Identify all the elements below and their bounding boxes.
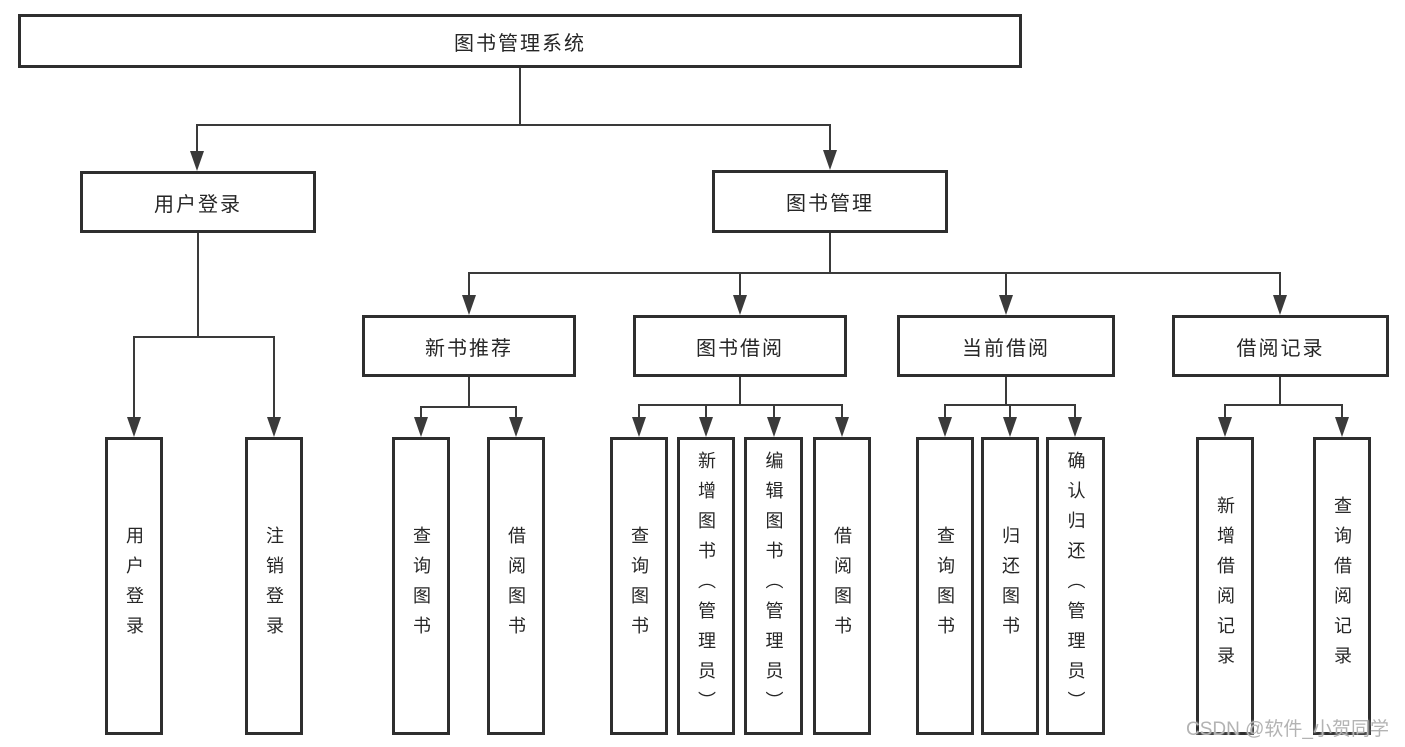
- connector-current-shaft-3: [1074, 405, 1076, 418]
- leaf-add-book-admin: 新增图书（管理员）: [677, 437, 735, 735]
- connector-borrowing-shaft-3: [773, 405, 775, 418]
- connector-root-shaft-left: [196, 125, 198, 152]
- connector-userlogin-shaft-1: [133, 337, 135, 418]
- connector-bookmgmt-hline: [468, 272, 1281, 274]
- arrow-down-icon: [267, 417, 281, 437]
- leaf-query-books-borrowing-label: 查询图书: [629, 526, 649, 646]
- node-library-system: 图书管理系统: [18, 14, 1022, 68]
- arrow-down-icon: [835, 417, 849, 437]
- leaf-borrow-books-borrowing-label: 借阅图书: [832, 526, 852, 646]
- connector-bookmgmt-shaft-1: [468, 273, 470, 296]
- leaf-query-books-recommend: 查询图书: [392, 437, 450, 735]
- leaf-return-book-label: 归还图书: [1000, 526, 1020, 646]
- node-book-borrowing: 图书借阅: [633, 315, 847, 377]
- arrow-down-icon: [699, 417, 713, 437]
- node-borrow-records-label: 借阅记录: [1236, 337, 1325, 360]
- arrow-down-icon: [509, 417, 523, 437]
- arrow-down-icon: [767, 417, 781, 437]
- node-book-management: 图书管理: [712, 170, 948, 233]
- connector-userlogin-shaft-2: [273, 337, 275, 418]
- node-book-management-label: 图书管理: [786, 193, 874, 215]
- connector-root-drop: [519, 68, 521, 125]
- leaf-logout: 注销登录: [245, 437, 303, 735]
- connector-bookmgmt-shaft-2: [739, 273, 741, 296]
- node-user-login-label: 用户登录: [154, 193, 242, 216]
- node-current-borrowing-label: 当前借阅: [962, 337, 1050, 360]
- arrow-down-icon: [1218, 417, 1232, 437]
- connector-bookmgmt-shaft-4: [1279, 273, 1281, 296]
- node-new-book-recommend-label: 新书推荐: [425, 337, 513, 360]
- connector-current-drop: [1005, 377, 1007, 405]
- arrow-down-icon: [1068, 417, 1082, 437]
- node-borrow-records: 借阅记录: [1172, 315, 1389, 377]
- connector-current-shaft-2: [1009, 405, 1011, 418]
- csdn-watermark: CSDN @软件_小贺同学: [1186, 719, 1389, 740]
- connector-borrowing-shaft-1: [638, 405, 640, 418]
- connector-userlogin-drop: [197, 233, 199, 337]
- leaf-borrow-books-borrowing: 借阅图书: [813, 437, 871, 735]
- connector-recommend-shaft-1: [420, 407, 422, 418]
- leaf-edit-book-admin-label: 编辑图书（管理员）: [763, 451, 784, 721]
- leaf-query-borrow-record: 查询借阅记录: [1313, 437, 1371, 735]
- arrow-down-icon: [1335, 417, 1349, 437]
- connector-bookmgmt-shaft-3: [1005, 273, 1007, 296]
- leaf-edit-book-admin: 编辑图书（管理员）: [744, 437, 803, 735]
- arrow-down-icon: [823, 150, 837, 170]
- connector-borrowing-drop: [739, 377, 741, 405]
- node-user-login: 用户登录: [80, 171, 316, 233]
- leaf-add-book-admin-label: 新增图书（管理员）: [696, 451, 716, 721]
- connector-recommend-shaft-2: [515, 407, 517, 418]
- leaf-query-borrow-record-label: 查询借阅记录: [1332, 496, 1352, 676]
- leaf-query-books-current-label: 查询图书: [935, 526, 955, 646]
- leaf-query-books-borrowing: 查询图书: [610, 437, 668, 735]
- leaf-add-borrow-record: 新增借阅记录: [1196, 437, 1254, 735]
- node-current-borrowing: 当前借阅: [897, 315, 1115, 377]
- arrow-down-icon: [414, 417, 428, 437]
- leaf-query-books-recommend-label: 查询图书: [411, 526, 431, 646]
- connector-records-shaft-2: [1341, 405, 1343, 418]
- leaf-borrow-books-recommend-label: 借阅图书: [506, 526, 526, 646]
- connector-borrowing-shaft-4: [841, 405, 843, 418]
- leaf-confirm-return-admin-label: 确认归还（管理员）: [1065, 451, 1086, 721]
- arrow-down-icon: [462, 295, 476, 315]
- leaf-user-login-label: 用户登录: [124, 526, 144, 646]
- connector-records-shaft-1: [1224, 405, 1226, 418]
- arrow-down-icon: [999, 295, 1013, 315]
- leaf-query-books-current: 查询图书: [916, 437, 974, 735]
- leaf-return-book: 归还图书: [981, 437, 1039, 735]
- connector-root-shaft-right: [829, 125, 831, 151]
- arrow-down-icon: [632, 417, 646, 437]
- leaf-add-borrow-record-label: 新增借阅记录: [1215, 496, 1235, 676]
- arrow-down-icon: [733, 295, 747, 315]
- connector-borrowing-shaft-2: [705, 405, 707, 418]
- connector-userlogin-hline: [133, 336, 275, 338]
- connector-root-hline: [196, 124, 831, 126]
- connector-records-hline: [1224, 404, 1343, 406]
- arrow-down-icon: [1003, 417, 1017, 437]
- connector-recommend-drop: [468, 377, 470, 407]
- connector-bookmgmt-drop: [829, 233, 831, 273]
- arrow-down-icon: [938, 417, 952, 437]
- arrow-down-icon: [190, 151, 204, 171]
- connector-records-drop: [1279, 377, 1281, 405]
- leaf-borrow-books-recommend: 借阅图书: [487, 437, 545, 735]
- node-library-system-label: 图书管理系统: [454, 32, 586, 55]
- connector-current-shaft-1: [944, 405, 946, 418]
- leaf-user-login: 用户登录: [105, 437, 163, 735]
- connector-borrowing-hline: [638, 404, 843, 406]
- arrow-down-icon: [127, 417, 141, 437]
- leaf-confirm-return-admin: 确认归还（管理员）: [1046, 437, 1105, 735]
- arrow-down-icon: [1273, 295, 1287, 315]
- node-book-borrowing-label: 图书借阅: [696, 337, 784, 360]
- leaf-logout-label: 注销登录: [264, 526, 284, 646]
- connector-recommend-hline: [420, 406, 517, 408]
- node-new-book-recommend: 新书推荐: [362, 315, 576, 377]
